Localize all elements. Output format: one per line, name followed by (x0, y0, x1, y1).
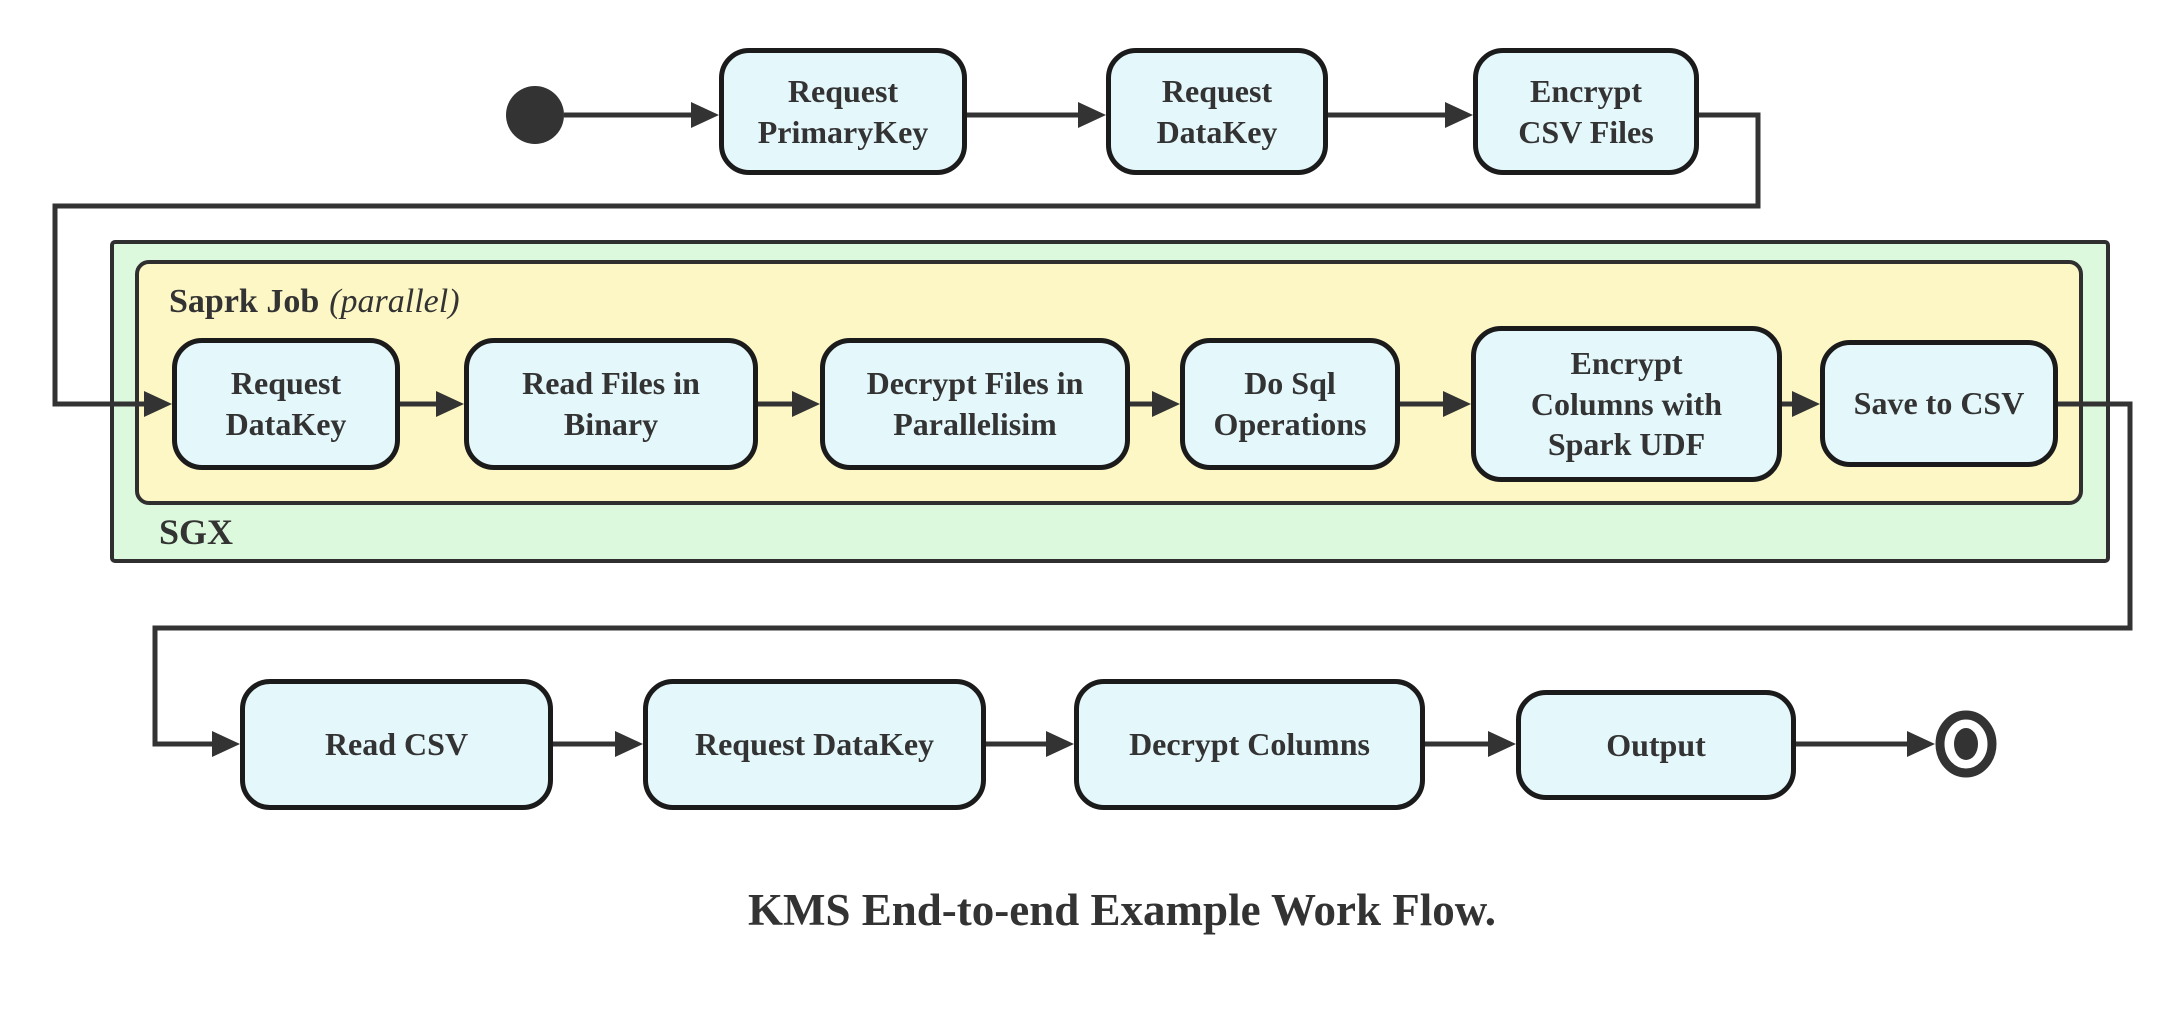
start-state-icon (506, 86, 564, 144)
flow-node-encrypt-csv-files: Encrypt CSV Files (1473, 48, 1699, 175)
edge-save-to-csv-to-read-csv (152, 401, 2133, 747)
arrowhead-icon (1907, 731, 1935, 757)
arrowhead-icon (1488, 731, 1516, 757)
node-label: Request PrimaryKey (757, 72, 929, 150)
node-label: Decrypt Columns (1129, 726, 1370, 763)
node-label: Encrypt Columns with Spark UDF (1530, 344, 1723, 463)
arrowhead-icon (144, 391, 172, 417)
flow-node-request-datakey-top: Request DataKey (1106, 48, 1328, 175)
arrowhead-icon (1443, 391, 1471, 417)
arrowhead-icon (1046, 731, 1074, 757)
node-label: Decrypt Files in Parallelisim (866, 365, 1084, 442)
arrowhead-icon (792, 391, 820, 417)
flow-node-request-datakey-spark: Request DataKey (172, 338, 400, 470)
node-label: Read Files in Binary (522, 365, 700, 442)
arrowhead-icon (1078, 102, 1106, 128)
arrowhead-icon (1445, 102, 1473, 128)
node-label: Output (1606, 726, 1706, 763)
flow-node-request-datakey-bottom: Request DataKey (643, 679, 986, 810)
spark-job-label-parallel: (parallel) (329, 283, 460, 320)
node-label: Save to CSV (1853, 385, 2025, 422)
arrowhead-icon (615, 731, 643, 757)
flow-node-save-to-csv: Save to CSV (1820, 340, 2058, 467)
spark-job-label: Saprk Job(parallel) (169, 282, 460, 323)
edge-encrypt-csv-files-to-spark-request-datakey (52, 112, 1761, 407)
arrowhead-icon (1792, 391, 1820, 417)
flow-node-do-sql-operations: Do Sql Operations (1180, 338, 1400, 470)
flow-node-decrypt-columns: Decrypt Columns (1074, 679, 1425, 810)
node-label: Do Sql Operations (1213, 365, 1367, 442)
sgx-label: SGX (159, 512, 234, 552)
spark-job-label-title: Saprk Job (169, 283, 320, 320)
node-label: Request DataKey (1156, 72, 1278, 150)
diagram-caption: KMS End-to-end Example Work Flow. (747, 885, 1496, 935)
node-label: Request DataKey (225, 365, 347, 442)
flow-node-read-files-in-binary: Read Files in Binary (464, 338, 758, 470)
flow-node-decrypt-files-in-parallelisim: Decrypt Files in Parallelisim (820, 338, 1130, 470)
arrowhead-icon (212, 731, 240, 757)
arrowhead-icon (436, 391, 464, 417)
arrowhead-icon (691, 102, 719, 128)
node-label: Read CSV (324, 726, 469, 763)
node-label: Request DataKey (694, 726, 935, 763)
arrowhead-icon (1152, 391, 1180, 417)
flow-node-encrypt-columns-with-spark-udf: Encrypt Columns with Spark UDF (1471, 326, 1782, 482)
end-state-inner-dot (1954, 728, 1978, 760)
flow-node-output: Output (1516, 690, 1796, 800)
node-label: Encrypt CSV Files (1518, 72, 1654, 150)
flow-node-read-csv: Read CSV (240, 679, 553, 810)
flow-node-request-primarykey: Request PrimaryKey (719, 48, 967, 175)
